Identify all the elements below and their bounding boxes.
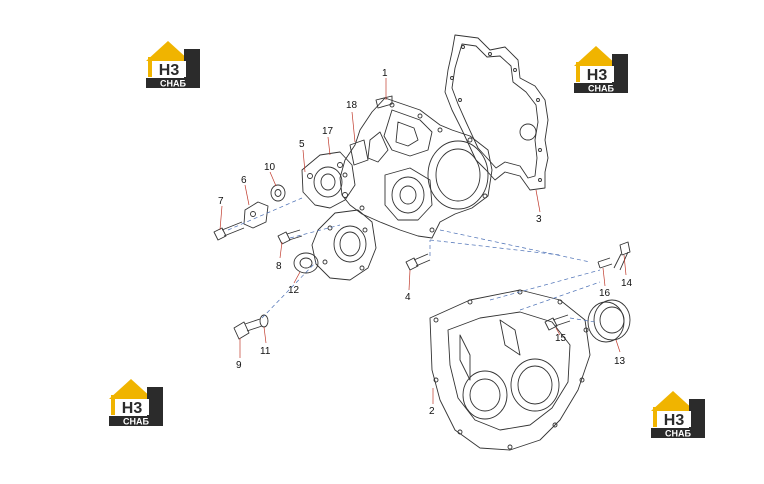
callout-1: 1 <box>382 68 388 79</box>
logo-letters: H3 <box>159 62 180 79</box>
logo-word: СНАБ <box>588 84 614 94</box>
logo-letters: H3 <box>664 412 685 429</box>
callout-7: 7 <box>218 196 224 207</box>
part-oil-pump <box>301 151 356 209</box>
callout-16: 16 <box>599 288 611 299</box>
brand-logo-bottom-right: H3 СНАБ <box>645 385 709 439</box>
part-flywheel-housing <box>429 289 591 451</box>
brand-logo-top-left: H3 СНАБ <box>140 35 204 89</box>
part-washer-11 <box>259 314 269 328</box>
part-gasket-plate <box>444 34 549 191</box>
callout-8: 8 <box>276 261 282 272</box>
part-bolt-4 <box>405 253 431 271</box>
logo-letters: H3 <box>122 400 143 417</box>
part-washer <box>270 184 286 202</box>
alignment-lines <box>227 197 601 323</box>
logo-letters: H3 <box>587 67 608 84</box>
callout-18: 18 <box>346 100 358 111</box>
part-bolt-7 <box>213 221 245 241</box>
part-oil-seal-small <box>293 252 319 274</box>
part-sleeve <box>349 139 369 166</box>
part-timing-housing <box>339 95 493 239</box>
leader-lines <box>219 78 627 404</box>
part-bolt-15 <box>544 314 571 331</box>
callout-9: 9 <box>236 360 242 371</box>
callout-6: 6 <box>241 175 247 186</box>
callout-12: 12 <box>288 285 300 296</box>
callout-2: 2 <box>429 406 435 417</box>
part-bolt-14 <box>613 241 631 271</box>
part-bolt-8 <box>277 229 303 245</box>
callout-14: 14 <box>621 278 633 289</box>
callout-4: 4 <box>405 292 411 303</box>
logo-word: СНАБ <box>160 79 186 89</box>
brand-logo-top-right: H3 СНАБ <box>568 40 632 94</box>
callout-17: 17 <box>322 126 334 137</box>
part-rear-oil-seal <box>587 299 631 343</box>
logo-word: СНАБ <box>123 417 149 427</box>
part-stud-16 <box>597 257 613 269</box>
callout-labels: 1 2 3 4 5 6 7 8 9 10 11 12 13 14 15 16 1… <box>218 68 633 417</box>
callout-15: 15 <box>555 333 567 344</box>
callout-11: 11 <box>260 346 271 357</box>
brand-logo-bottom-left: H3 СНАБ <box>103 373 167 427</box>
callout-13: 13 <box>614 356 626 367</box>
callout-3: 3 <box>536 214 542 225</box>
logo-word: СНАБ <box>665 429 691 439</box>
callout-10: 10 <box>264 162 276 173</box>
part-seal-plate <box>311 209 377 281</box>
part-cover-plate <box>243 201 269 229</box>
callout-5: 5 <box>299 139 305 150</box>
part-bolt-9 <box>233 318 263 340</box>
